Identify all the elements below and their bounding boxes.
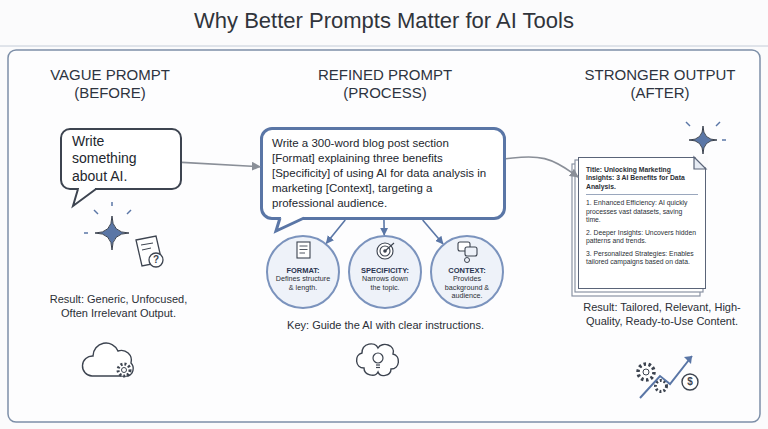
document-item: 2. Deeper Insights: Uncovers hidden patt… <box>586 229 698 246</box>
document-question-icon <box>136 236 163 267</box>
circle-heading: FORMAT: <box>275 266 331 275</box>
sparkle-icon-part <box>689 126 717 154</box>
document-question-icon-part <box>141 243 153 245</box>
result-note: Result: Generic, Unfocused, Often Irrele… <box>36 292 201 321</box>
brain-bulb-icon-part <box>376 367 380 368</box>
sparkle-icon-part <box>722 139 726 141</box>
connector-arrow <box>383 220 385 235</box>
sparkle-icon <box>84 202 131 250</box>
sparkle-icon-part <box>111 202 113 206</box>
brain-bulb-icon-part <box>357 344 399 376</box>
key-note: Key: Guide the AI with clear instruction… <box>268 318 503 332</box>
format-circle: FORMAT:Defines structure & length. <box>266 235 340 309</box>
output-document: Title: Unlocking Marketing Insights: 3 A… <box>578 157 706 289</box>
growth-gears-icon-part <box>643 369 649 375</box>
connector-arrow <box>423 220 443 244</box>
growth-gears-icon-part <box>638 364 654 380</box>
document-item: 3. Personalized Strategies: Enables tail… <box>586 250 698 267</box>
sparkle-icon-part <box>94 210 98 214</box>
growth-gears-icon-part <box>682 374 698 390</box>
growth-gears-icon-part <box>656 381 667 392</box>
column-heading: REFINED PROMPT (PROCESS) <box>290 66 480 102</box>
column-heading: STRONGER OUTPUT (AFTER) <box>565 66 755 102</box>
sparkle-icon-part <box>95 216 129 250</box>
bubble-tail-part <box>73 189 96 206</box>
brain-bulb-icon <box>357 344 399 376</box>
refined-prompt-bubble: Write a 300-word blog post section [Form… <box>260 127 506 220</box>
growth-gears-icon <box>638 356 698 398</box>
connector-arrow <box>506 157 578 177</box>
brain-bulb-icon-part <box>373 353 383 363</box>
dollar-sign: $ <box>684 376 696 388</box>
question-mark: ? <box>150 254 162 266</box>
cloud-gear-icon-part <box>122 368 127 373</box>
sparkle-icon <box>686 122 726 154</box>
circle-body: Defines structure & length. <box>275 275 331 292</box>
sparkle-icon-part <box>84 232 88 234</box>
growth-gears-icon-part <box>684 356 692 364</box>
connector-arrow <box>326 220 345 243</box>
sparkle-icon-part <box>716 122 720 126</box>
circle-heading: CONTEXT: <box>439 266 495 275</box>
column-heading: VAGUE PROMPT (BEFORE) <box>30 66 190 102</box>
document-question-icon-part <box>149 253 163 267</box>
prompt-text: Write a 300-word blog post section [Form… <box>272 136 494 211</box>
circle-body: Narrows down the topic. <box>357 275 413 292</box>
result-note: Result: Tailored, Relevant, High-Quality… <box>572 300 752 329</box>
circle-body: Provides background & audience. <box>439 275 495 301</box>
title-rule <box>0 46 768 47</box>
cloud-gear-icon-part <box>82 343 133 376</box>
connector-arrow <box>182 162 260 166</box>
document-question-icon-part <box>136 236 162 266</box>
sparkle-icon-part <box>127 210 131 214</box>
document-item: 1. Enhanced Efficiency: AI quickly proce… <box>586 199 698 224</box>
sparkle-icon-part <box>686 122 690 126</box>
context-circle: CONTEXT:Provides background & audience. <box>430 235 504 309</box>
cloud-gear-icon <box>82 343 133 376</box>
cloud-gear-icon-part <box>118 364 130 376</box>
circle-heading: SPECIFICITY: <box>357 266 413 275</box>
document-question-icon-part <box>142 248 151 250</box>
outer-frame <box>8 50 760 422</box>
prompt-text: Write something about AI. <box>72 133 170 186</box>
document-title: Title: Unlocking Marketing Insights: 3 A… <box>586 166 698 195</box>
brain-bulb-icon-part <box>376 364 380 365</box>
specificity-circle: SPECIFICITY:Narrows down the topic. <box>348 235 422 309</box>
vague-prompt-bubble: Write something about AI. <box>60 128 182 190</box>
diagram-title: Why Better Prompts Matter for AI Tools <box>0 8 768 34</box>
